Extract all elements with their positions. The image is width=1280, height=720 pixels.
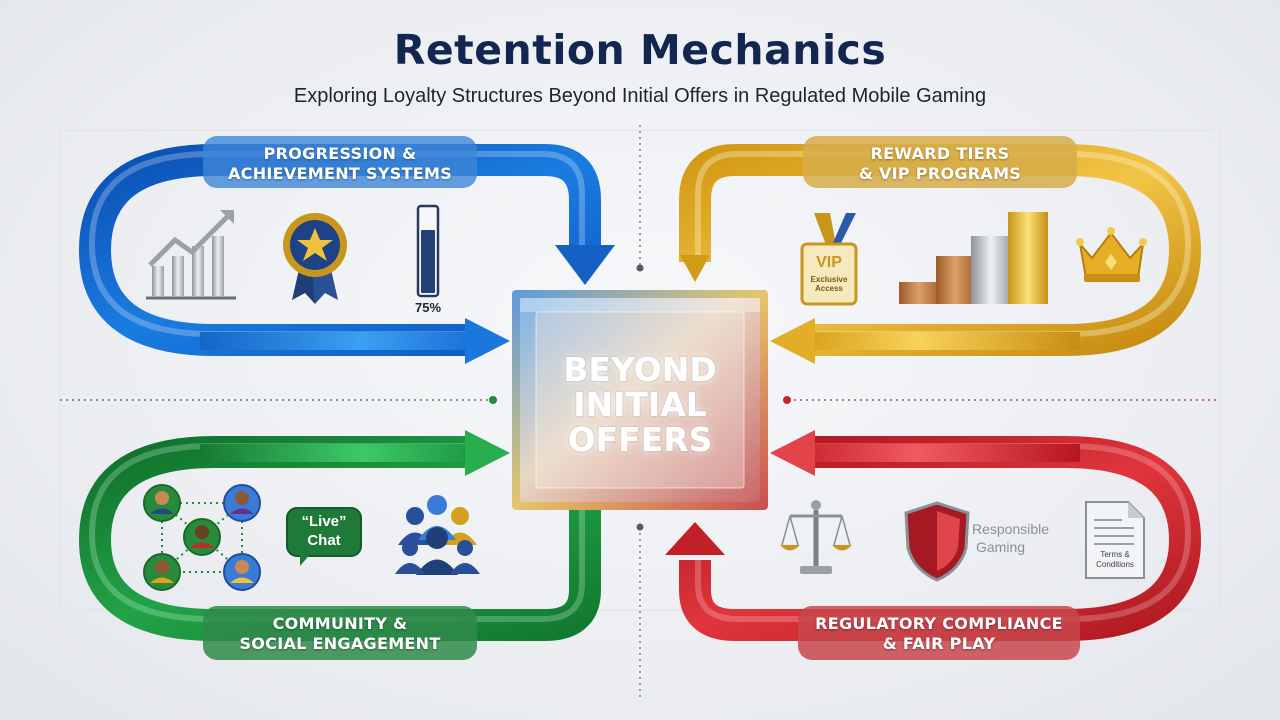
trend-chart-icon <box>146 210 236 300</box>
rewards-label-line-2: & VIP PROGRAMS <box>858 164 1022 183</box>
terms-text: Terms & Conditions <box>1086 550 1144 570</box>
progress-value-label: 75% <box>414 300 442 315</box>
chat-line-1: “Live” <box>301 513 347 530</box>
avatar <box>183 518 221 556</box>
progression-label: PROGRESSION & ACHIEVEMENT SYSTEMS <box>203 144 477 184</box>
avatar <box>143 484 181 522</box>
center-line-3: OFFERS <box>567 420 713 459</box>
tier-bars-icon <box>899 212 1048 304</box>
quadrant-dividers <box>60 125 1220 700</box>
progression-label-line-2: ACHIEVEMENT SYSTEMS <box>227 164 453 183</box>
group-people-icon <box>395 495 480 575</box>
progression-loop-arrow <box>79 144 615 364</box>
page-subtitle: Exploring Loyalty Structures Beyond Init… <box>293 85 987 107</box>
vip-badge-icon <box>800 213 858 306</box>
community-label-line-2: SOCIAL ENGAGEMENT <box>239 634 441 653</box>
chat-bubble-icon <box>286 507 362 566</box>
community-label-line-1: COMMUNITY & <box>272 614 408 633</box>
page-title: Retention Mechanics <box>393 26 887 74</box>
vip-badge-subtext: Exclusive Access <box>802 275 856 293</box>
social-network-icon <box>143 484 261 591</box>
vip-sub-line-2: Access <box>814 284 844 293</box>
avatar <box>143 553 181 591</box>
terms-line-2: Conditions <box>1096 560 1134 569</box>
center-heading: BEYOND INITIAL OFFERS <box>520 352 760 457</box>
medal-icon <box>283 213 347 304</box>
chat-line-2: Chat <box>307 532 341 549</box>
terms-line-1: Terms & <box>1100 550 1130 559</box>
label-pills <box>203 136 1080 660</box>
chat-bubble-text: “Live” Chat <box>287 512 361 550</box>
responsible-line-1: Responsible <box>972 521 1050 537</box>
progress-bar-icon <box>416 204 440 298</box>
compliance-label: REGULATORY COMPLIANCE & FAIR PLAY <box>798 614 1080 654</box>
document-icon <box>1085 501 1145 579</box>
scales-icon <box>780 500 852 574</box>
center-line-1: BEYOND <box>563 350 717 389</box>
rewards-label: REWARD TIERS & VIP PROGRAMS <box>803 144 1077 184</box>
rewards-label-line-1: REWARD TIERS <box>870 144 1010 163</box>
responsible-line-2: Gaming <box>976 539 1026 555</box>
avatar <box>223 484 261 522</box>
center-line-2: INITIAL <box>573 385 707 424</box>
vip-badge-text: VIP <box>816 254 842 271</box>
crown-icon <box>1076 227 1147 282</box>
center-glass-box <box>512 290 768 510</box>
compliance-label-line-2: & FAIR PLAY <box>882 634 996 653</box>
vip-sub-line-1: Exclusive <box>810 275 848 284</box>
progression-label-line-1: PROGRESSION & <box>263 144 417 163</box>
responsible-gaming-text: Responsible Gaming <box>972 520 1082 556</box>
avatar <box>223 553 261 591</box>
compliance-loop-arrow <box>665 430 1201 641</box>
compliance-label-line-1: REGULATORY COMPLIANCE <box>815 614 1063 633</box>
community-loop-arrow <box>79 430 601 641</box>
community-label: COMMUNITY & SOCIAL ENGAGEMENT <box>203 614 477 654</box>
rewards-loop-arrow <box>679 144 1201 364</box>
shield-icon <box>904 501 970 582</box>
